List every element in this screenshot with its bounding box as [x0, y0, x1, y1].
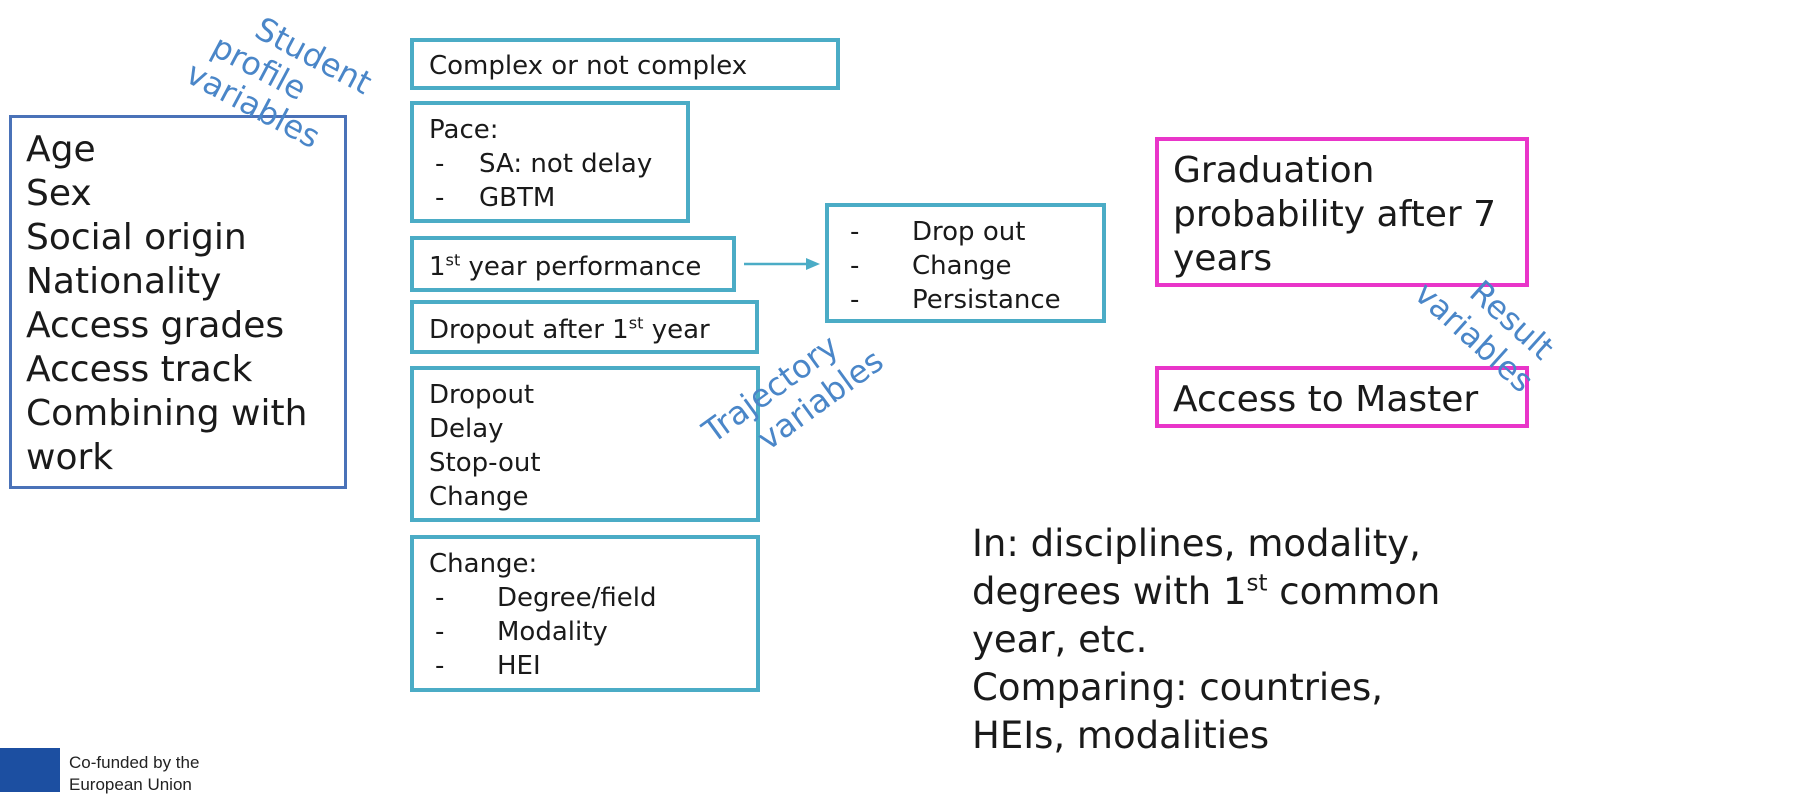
profile-item-access-track: Access track: [26, 349, 253, 390]
profile-item-social-origin: Social origin: [26, 217, 247, 258]
first-year-performance-box: 1st year performance: [410, 236, 736, 292]
pace-title: Pace:: [429, 115, 499, 145]
outcome-persistance: -Persistance: [850, 285, 1061, 315]
first-year-performance-label: 1st year performance: [429, 250, 732, 284]
master-box: Access to Master: [1155, 366, 1529, 428]
change-item-hei: -HEI: [435, 651, 541, 681]
profile-item-access-grades: Access grades: [26, 305, 285, 346]
graduation-line3: years: [1173, 238, 1273, 279]
pace-item-sa: -SA: not delay: [435, 149, 653, 179]
change-item-modality: -Modality: [435, 617, 608, 647]
outcome-change-text: Change: [912, 251, 1012, 281]
dropout-first-pre: Dropout after 1: [429, 315, 629, 345]
profile-item-nationality: Nationality: [26, 261, 222, 302]
trajectory-item-dropout: Dropout: [429, 380, 535, 410]
dropout-first-post: year: [643, 315, 710, 345]
outcome-change: -Change: [850, 251, 1012, 281]
pace-item-gbtm: -GBTM: [435, 183, 556, 213]
dropout-first-year-label: Dropout after 1st year: [429, 314, 755, 346]
change-item-degree-text: Degree/field: [497, 583, 657, 613]
graduation-line2: probability after 7: [1173, 194, 1497, 235]
profile-item-combining-work: Combining with: [26, 393, 308, 434]
dropout-first-suffix: st: [628, 313, 644, 333]
trajectory-item-delay: Delay: [429, 414, 504, 444]
profile-item-age: Age: [26, 129, 96, 170]
profile-item-sex: Sex: [26, 173, 92, 214]
outcome-persistance-text: Persistance: [912, 285, 1061, 315]
change-item-modality-text: Modality: [497, 617, 608, 647]
outcomes-box: -Drop out -Change -Persistance: [825, 203, 1106, 323]
change-title: Change:: [429, 549, 538, 579]
complex-label: Complex or not complex: [429, 51, 748, 81]
notes-text: In: disciplines, modality, degrees with …: [972, 520, 1592, 760]
notes-line4: Comparing: countries,: [972, 666, 1384, 709]
cofunded-line2: European Union: [69, 775, 192, 794]
outcome-drop-out: -Drop out: [850, 217, 1026, 247]
notes-line2-pre: degrees with 1: [972, 570, 1247, 613]
right-arrow-icon: [744, 258, 820, 270]
graduation-box: Graduation probability after 7 years: [1155, 137, 1529, 287]
trajectory-item-change: Change: [429, 482, 529, 512]
change-item-hei-text: HEI: [497, 651, 541, 681]
complex-box: Complex or not complex: [410, 38, 840, 90]
notes-line2-sup: st: [1246, 570, 1268, 597]
trajectory-item-stop-out: Stop-out: [429, 448, 541, 478]
first-year-suffix: st: [445, 250, 461, 270]
pace-box: Pace: -SA: not delay -GBTM: [410, 101, 690, 223]
cofunded-text: Co-funded by the European Union: [69, 752, 199, 796]
trajectory-list-box: Dropout Delay Stop-out Change: [410, 366, 760, 522]
pace-item-sa-text: SA: not delay: [479, 149, 653, 179]
first-year-rest: year performance: [460, 252, 702, 282]
change-item-degree: -Degree/field: [435, 583, 657, 613]
dropout-first-year-box: Dropout after 1st year: [410, 300, 759, 354]
notes-line1: In: disciplines, modality,: [972, 522, 1421, 565]
first-year-ordinal: 1: [429, 252, 446, 282]
notes-line2-post: common: [1267, 570, 1441, 613]
cofunded-line1: Co-funded by the: [69, 753, 200, 772]
master-label: Access to Master: [1173, 379, 1479, 420]
student-profile-box: Age Sex Social origin Nationality Access…: [9, 115, 347, 489]
change-box: Change: -Degree/field -Modality -HEI: [410, 535, 760, 692]
notes-line3: year, etc.: [972, 618, 1148, 661]
graduation-line1: Graduation: [1173, 150, 1375, 191]
eu-flag-icon: [0, 748, 60, 792]
notes-line2: degrees with 1st common: [972, 568, 1592, 616]
outcome-drop-out-text: Drop out: [912, 217, 1026, 247]
pace-item-gbtm-text: GBTM: [479, 183, 556, 213]
notes-line5: HEIs, modalities: [972, 714, 1270, 757]
profile-item-work: work: [26, 437, 114, 478]
